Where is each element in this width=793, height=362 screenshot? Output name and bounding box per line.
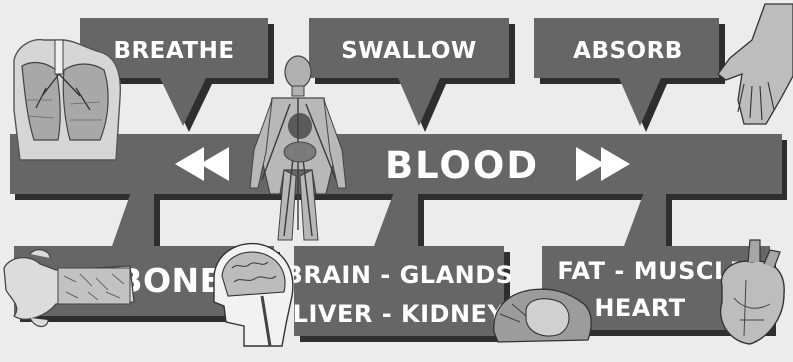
tissue-label-line2: HEART (594, 294, 685, 322)
lungs-icon (14, 40, 120, 160)
swallow-label: SWALLOW (341, 38, 477, 64)
absorb-box: ABSORB (534, 18, 725, 132)
absorb-label: ABSORB (573, 38, 683, 64)
organs-label-line2: LIVER - KIDNEY (293, 300, 506, 328)
breathe-label: BREATHE (113, 38, 234, 64)
organs-box: BRAIN - GLANDS LIVER - KIDNEY (285, 192, 514, 342)
hand-icon (718, 4, 793, 124)
tissue-label-line1: FAT - MUSCLE (557, 257, 746, 285)
blood-label: BLOOD (385, 144, 539, 187)
brain-head-icon (214, 244, 293, 346)
swallow-box: SWALLOW (309, 18, 515, 132)
organs-label-line1: BRAIN - GLANDS (285, 261, 514, 289)
